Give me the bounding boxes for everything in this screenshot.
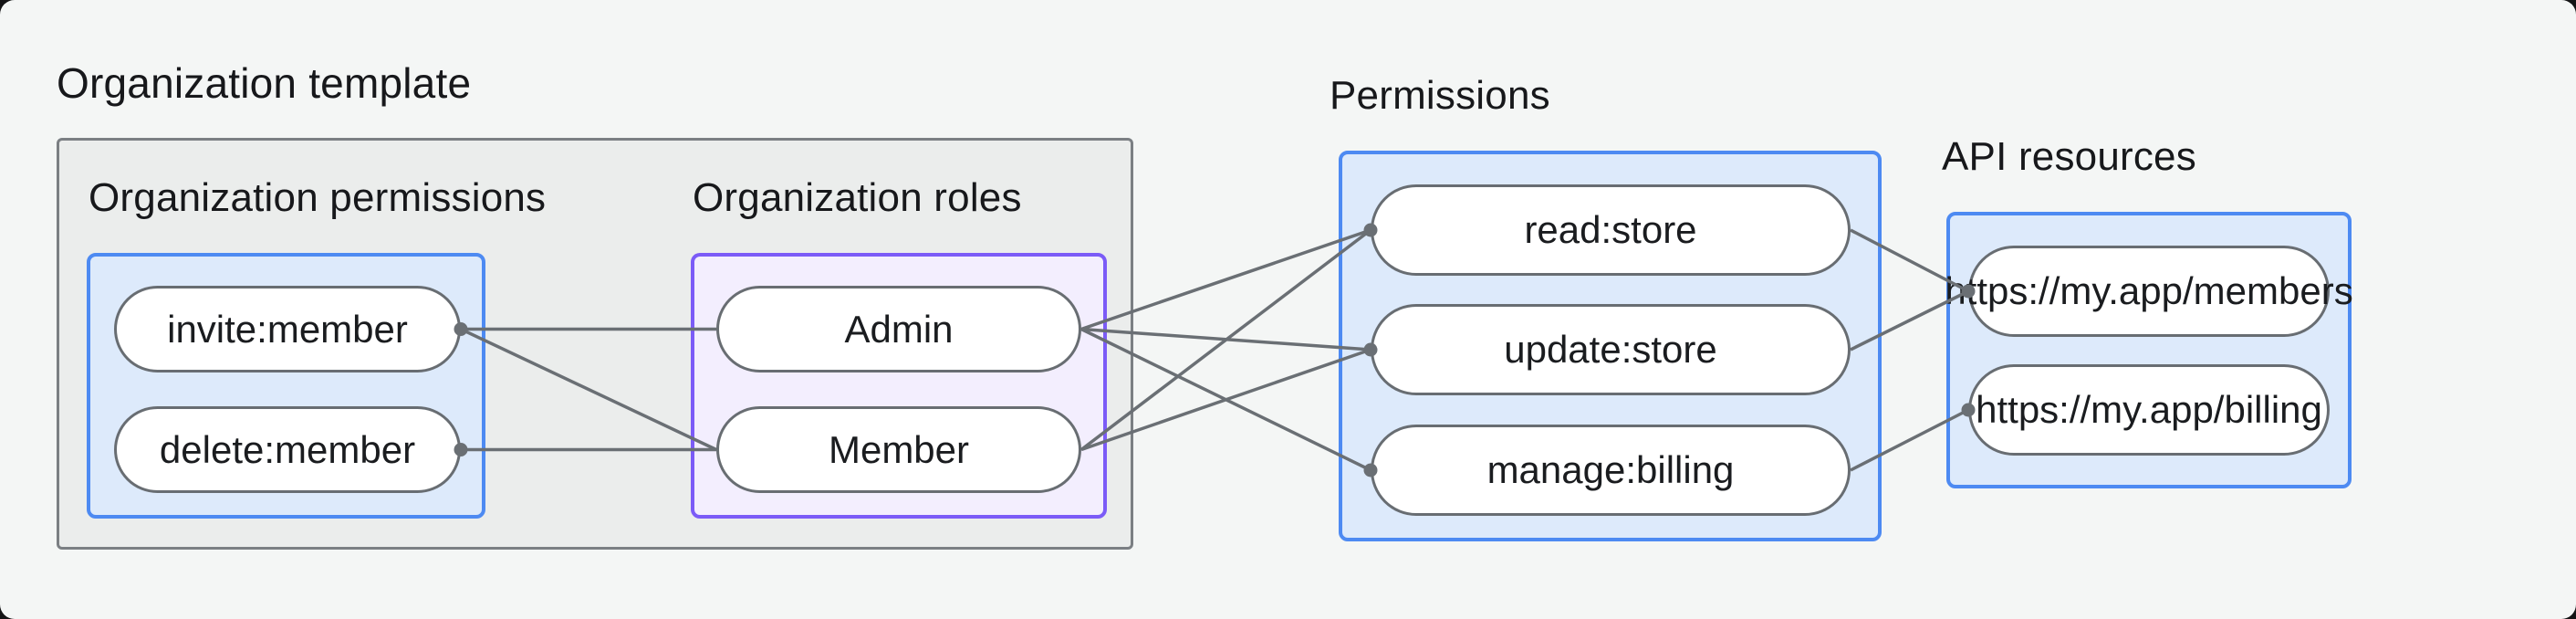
organization-roles-group: Admin Member xyxy=(691,253,1107,519)
pill-update-store: update:store xyxy=(1371,304,1851,395)
pill-read-store: read:store xyxy=(1371,184,1851,276)
organization-permissions-title: Organization permissions xyxy=(89,175,547,220)
permissions-group: read:store update:store manage:billing xyxy=(1339,151,1882,541)
organization-roles-title: Organization roles xyxy=(693,175,1022,220)
permissions-title: Permissions xyxy=(1330,73,1550,118)
api-resources-title: API resources xyxy=(1942,134,2196,179)
api-resources-group: https://my.app/members https://my.app/bi… xyxy=(1945,212,2353,488)
pill-manage-billing: manage:billing xyxy=(1371,425,1851,516)
pill-api-members-url: https://my.app/members xyxy=(1945,246,2353,337)
pill-delete-member: delete:member xyxy=(114,406,461,493)
organization-permissions-group: invite:member delete:member xyxy=(87,253,485,519)
organization-template-title: Organization template xyxy=(57,59,472,107)
pill-api-billing-url: https://my.app/billing xyxy=(1968,364,2330,456)
pill-invite-member: invite:member xyxy=(114,286,461,372)
pill-member-role: Member xyxy=(716,406,1081,493)
organization-template-box: Organization permissions Organization ro… xyxy=(57,138,1133,550)
pill-admin-role: Admin xyxy=(716,286,1081,372)
